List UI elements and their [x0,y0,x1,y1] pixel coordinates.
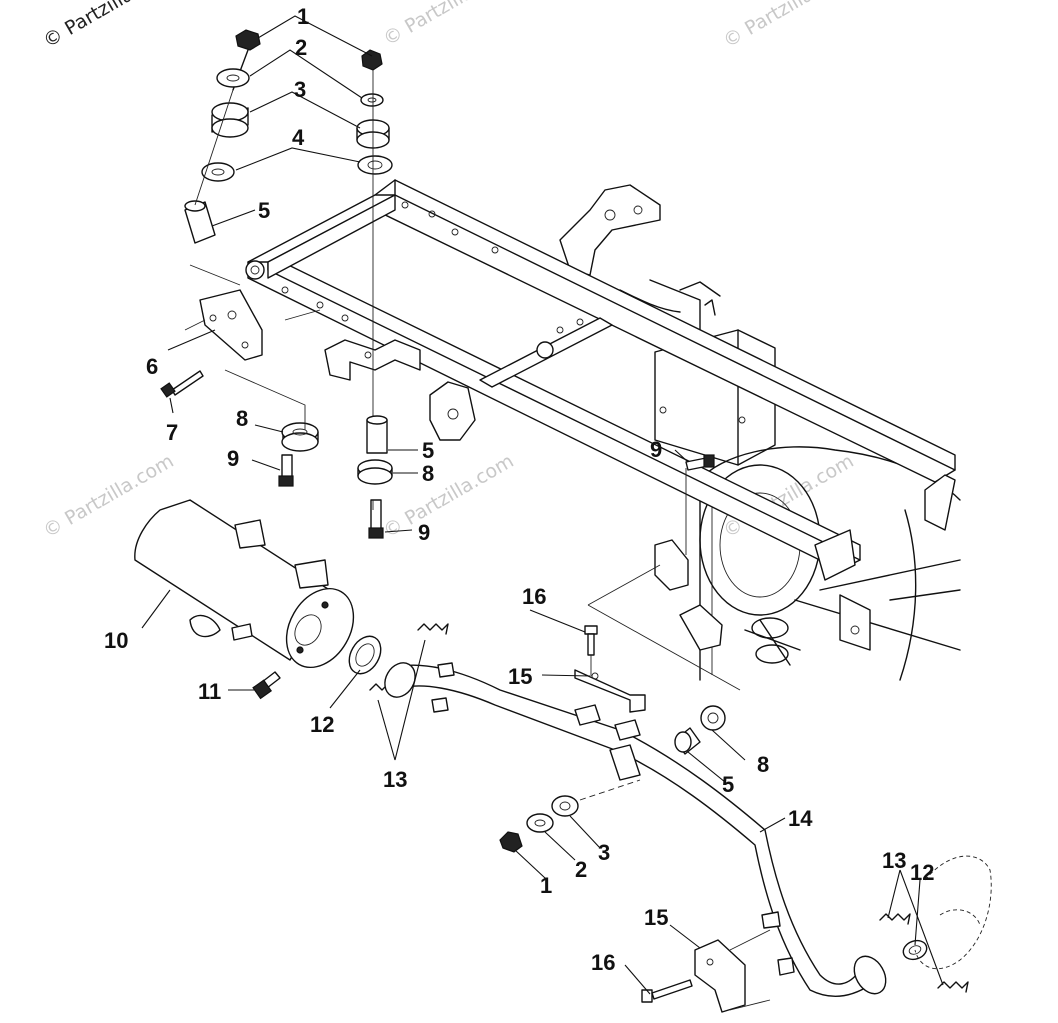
part-11-bolt [252,671,281,700]
callout-9: 9 [650,437,662,462]
part-15-bracket-upper [574,669,646,713]
callout-5: 5 [422,438,434,463]
callout-11: 11 [198,679,221,704]
callout-labels: 1 2 3 4 5 6 7 8 9 5 8 9 9 10 11 12 13 14… [104,4,934,975]
part-13-springs [369,623,969,993]
right-bolt-9 [685,454,715,555]
callout-8: 8 [236,406,248,431]
watermark: © Partzilla.com [720,0,858,52]
callout-2: 2 [295,35,307,60]
callout-4: 4 [292,125,305,150]
callout-8: 8 [757,752,769,777]
frame-mount-bracket [324,339,723,651]
callout-5: 5 [722,772,734,797]
callout-8: 8 [422,461,434,486]
callout-13: 13 [383,767,407,792]
callout-9: 9 [227,446,239,471]
callout-6: 6 [146,354,158,379]
watermark: © Partzilla.com [380,450,518,542]
callout-3: 3 [294,77,306,102]
top-left-hardware-stack [184,29,261,244]
middle-hardware-stack [357,415,393,539]
callout-3: 3 [598,840,610,865]
callout-14: 14 [788,806,813,831]
watermark-corner: © Partzilla [40,0,138,52]
frame-rails [245,179,956,651]
callout-12: 12 [310,712,334,737]
part-16-bolt-lower [641,979,693,1003]
watermarks: © Partzilla © Partzilla.com © Partzilla.… [40,0,858,542]
guide-lines [184,309,771,1011]
part-15-bracket-lower [694,939,746,1013]
part-10-muffler [134,499,355,669]
callout-7: 7 [166,420,178,445]
callout-15: 15 [508,664,532,689]
callout-12: 12 [910,860,934,885]
callout-15: 15 [644,905,668,930]
part-12-gasket-front [348,635,382,675]
exhaust-manifold [914,855,992,970]
watermark: © Partzilla.com [380,0,518,50]
callout-1: 1 [540,873,552,898]
callout-5: 5 [258,198,270,223]
callout-13: 13 [882,848,906,873]
callout-9: 9 [418,520,430,545]
part-7-bolt [160,370,204,398]
rear-bracket [559,184,661,276]
callout-16: 16 [522,584,546,609]
rail-holes [281,201,584,334]
callout-1: 1 [297,4,309,29]
lower-hardware-stack [499,705,726,853]
top-right-hardware-stack [356,49,393,420]
callout-2: 2 [575,857,587,882]
callout-10: 10 [104,628,128,653]
part-14-exhaust-pipe [384,662,887,998]
leader-lines [141,15,944,995]
part-16-bolt-upper [584,625,598,676]
part-6-hanger-bracket [199,289,263,361]
left-lower-hardware [189,264,319,487]
callout-16: 16 [591,950,615,975]
